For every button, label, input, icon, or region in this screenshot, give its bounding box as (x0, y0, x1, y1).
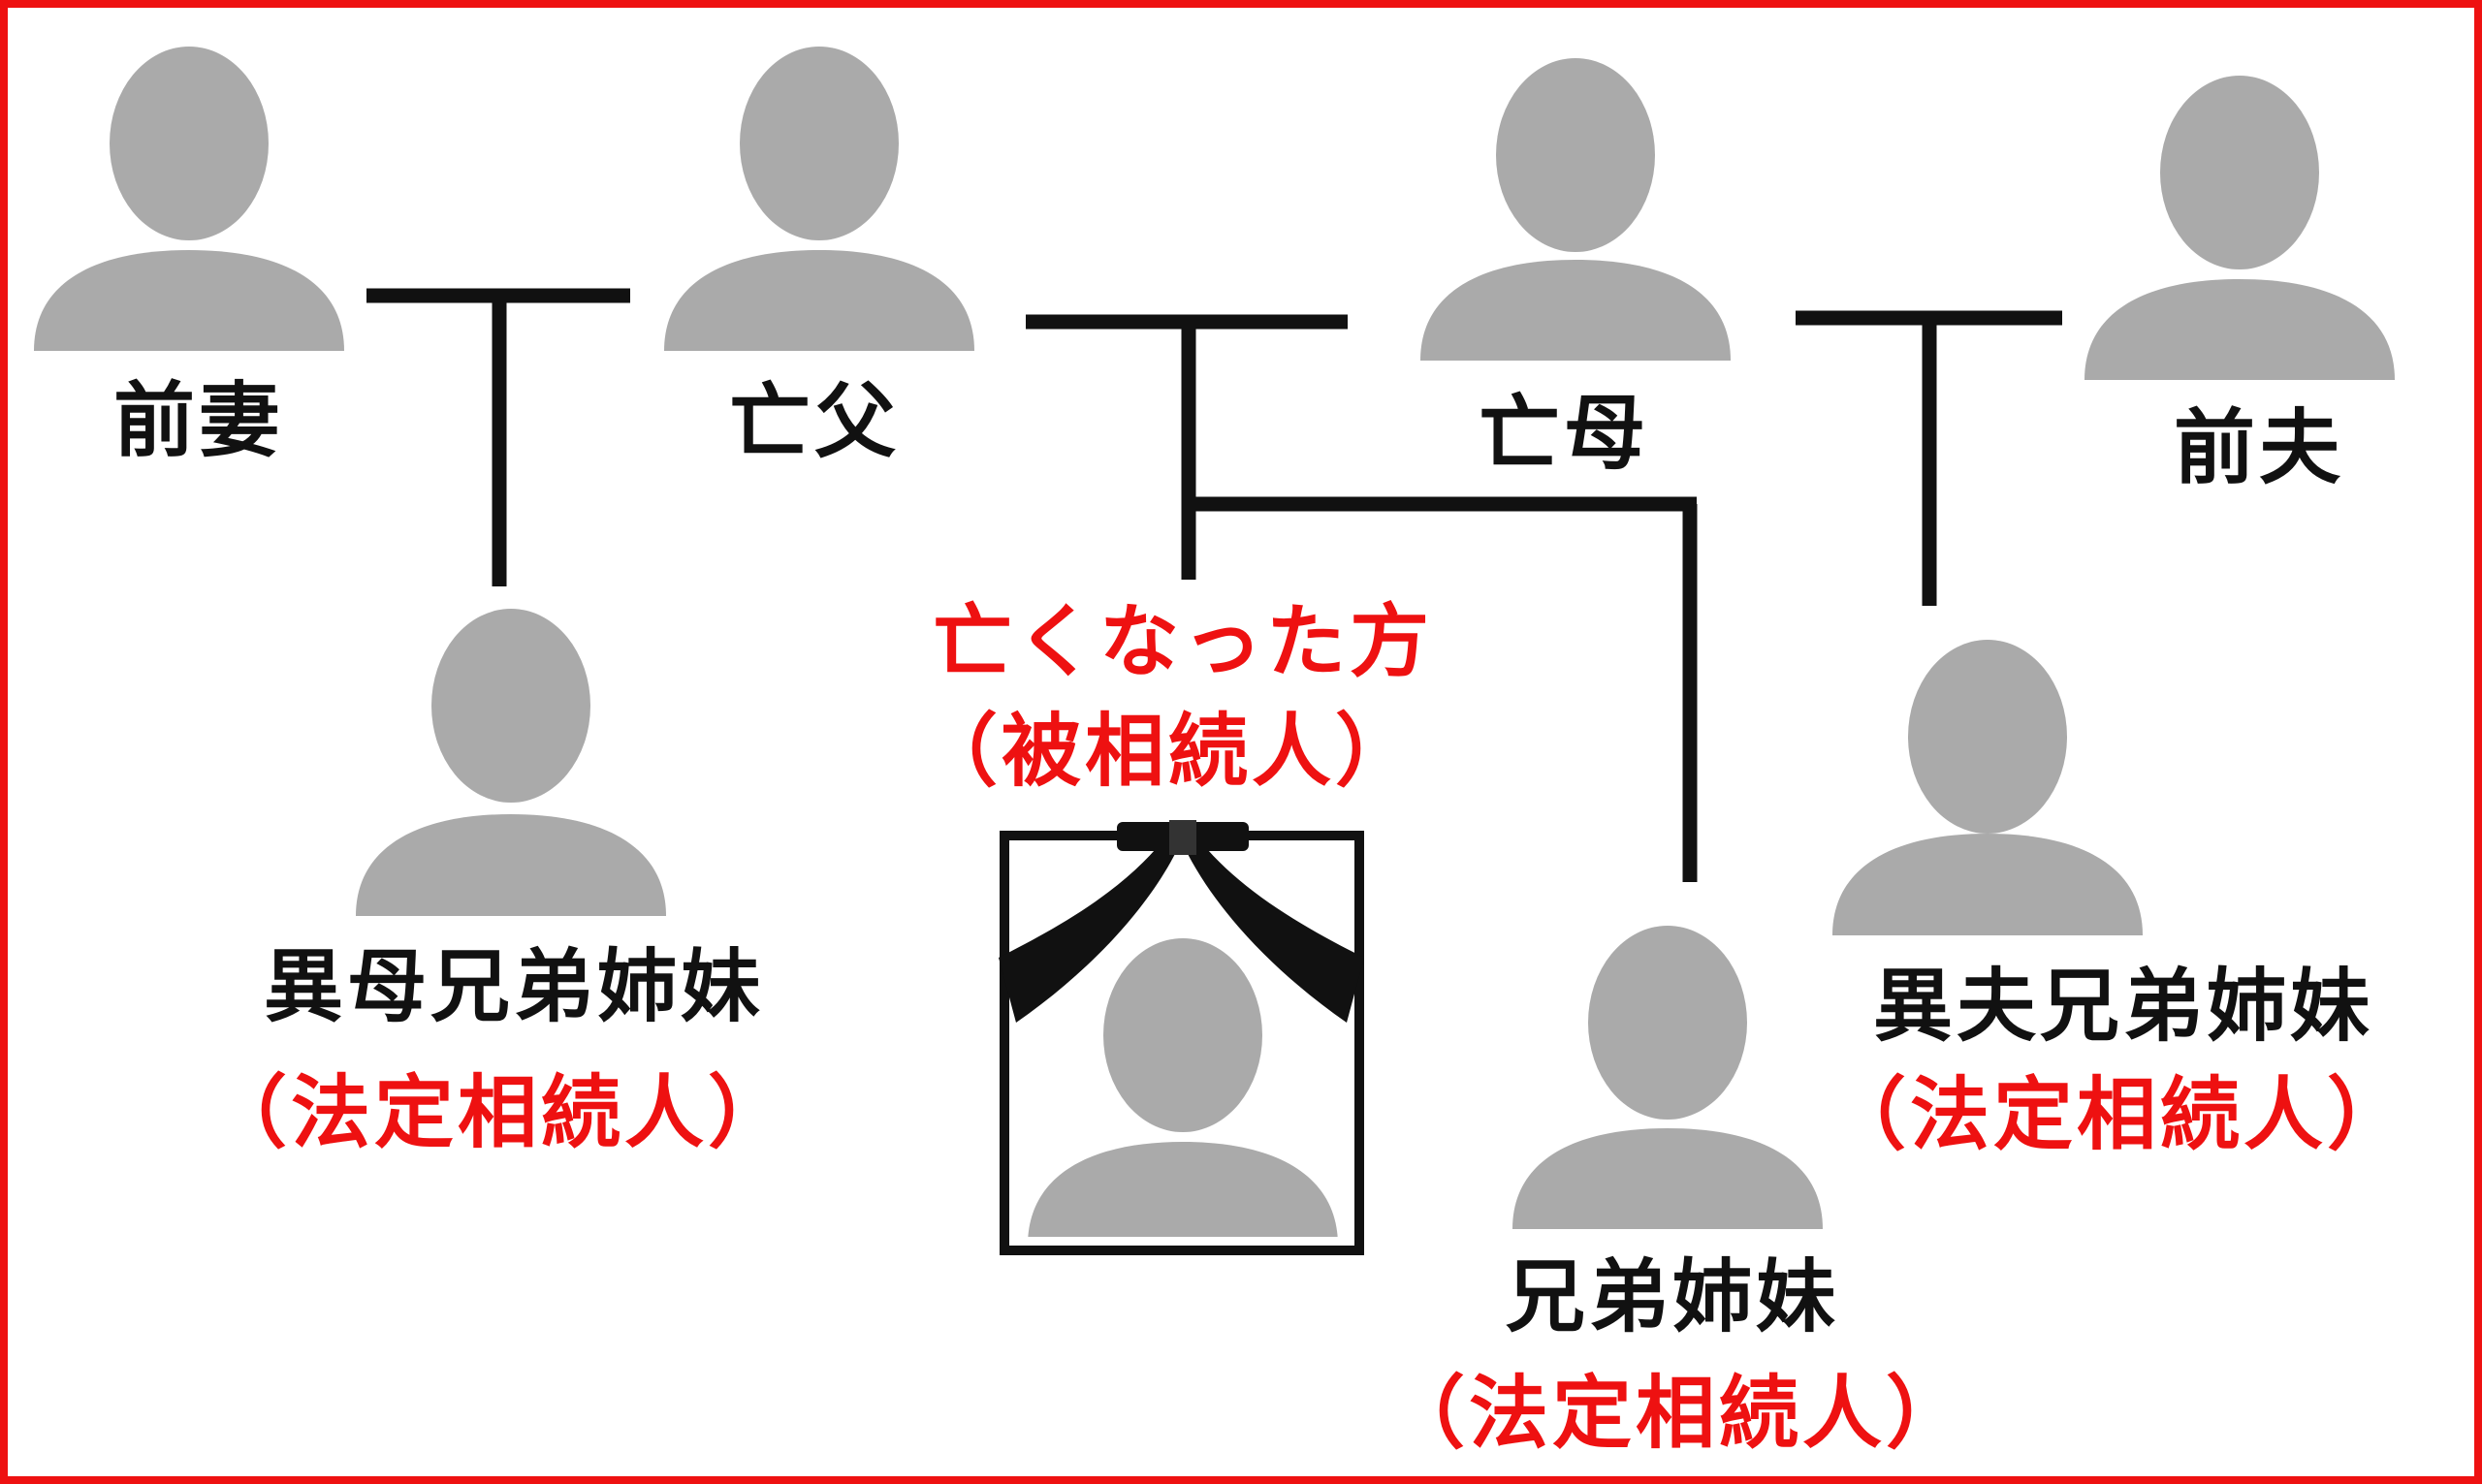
deceased-role-label: （被相続人） (917, 706, 1418, 798)
late-father-label: 亡父 (728, 374, 900, 469)
half-sibling-father-role-label: （法定相続人） (1826, 1069, 2410, 1161)
mourning-drape-left (999, 834, 1185, 1023)
person-silhouette-icon (1420, 58, 1731, 361)
person-silhouette-icon (356, 609, 666, 916)
half-sibling-mother-label: 異母兄弟姉妹 (263, 941, 764, 1033)
person-silhouette-icon (1512, 926, 1823, 1229)
former-wife-label: 前妻 (112, 373, 284, 468)
person-silhouette-icon (664, 47, 974, 351)
person-silhouette-icon (34, 47, 344, 351)
late-mother-label: 亡母 (1478, 386, 1649, 481)
deceased-label: 亡くなった方 (932, 596, 1433, 688)
person-silhouette-icon (1832, 640, 2143, 935)
half-sibling-father-label: 異夫兄弟姉妹 (1872, 961, 2373, 1053)
mourning-drape-right (1178, 834, 1364, 1023)
half-sibling-mother-role-label: （法定相続人） (207, 1067, 791, 1159)
person-silhouette-icon (2084, 76, 2395, 380)
memorial-portrait-icon (999, 820, 1364, 1255)
sibling-role-label: （法定相続人） (1384, 1368, 1969, 1460)
sibling-label: 兄弟姉妹 (1505, 1251, 1839, 1343)
relationship-lines (366, 288, 2062, 882)
former-husband-label: 前夫 (2173, 400, 2344, 495)
